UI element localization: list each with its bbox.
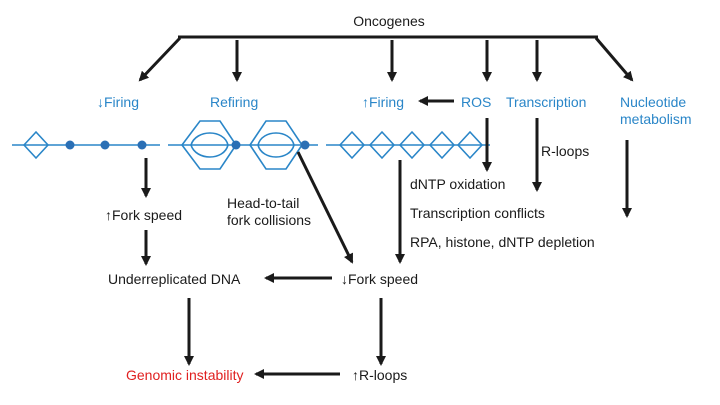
transcription-conflicts-label: Transcription conflicts	[410, 205, 545, 221]
arrow-to-down-firing	[138, 36, 182, 82]
nucleotide-label-line1: Nucleotide	[620, 94, 687, 110]
up-fork-speed-label: ↑Fork speed	[105, 207, 183, 223]
r-loops-small-label: R-loops	[541, 143, 590, 159]
ros-label: ROS	[461, 94, 492, 110]
dna-strand-low-firing	[12, 130, 160, 160]
dna-strand-refiring	[168, 120, 318, 170]
dntp-oxidation-label: dNTP oxidation	[410, 176, 506, 192]
arrow-refiring-to-down-fork-speed	[296, 151, 354, 264]
dna-strand-high-firing	[326, 130, 490, 160]
head-to-tail-label-line1: Head-to-tail	[227, 195, 300, 211]
arrow-to-nucleotide	[594, 37, 634, 82]
down-fork-speed-label: ↓Fork speed	[341, 271, 419, 287]
head-to-tail-label-line2: fork collisions	[227, 212, 312, 228]
genomic-instability-label: Genomic instability	[126, 367, 244, 383]
underreplicated-dna-label: Underreplicated DNA	[108, 271, 241, 287]
transcription-label: Transcription	[506, 94, 587, 110]
rpa-depletion-label: RPA, histone, dNTP depletion	[410, 234, 595, 250]
up-firing-label: ↑Firing	[362, 94, 405, 110]
refiring-label: Refiring	[210, 94, 259, 110]
oncogenes-label: Oncogenes	[353, 13, 425, 29]
nucleotide-label-line2: metabolism	[620, 111, 692, 127]
down-firing-label: ↓Firing	[97, 94, 140, 110]
up-r-loops-label: ↑R-loops	[352, 367, 408, 383]
